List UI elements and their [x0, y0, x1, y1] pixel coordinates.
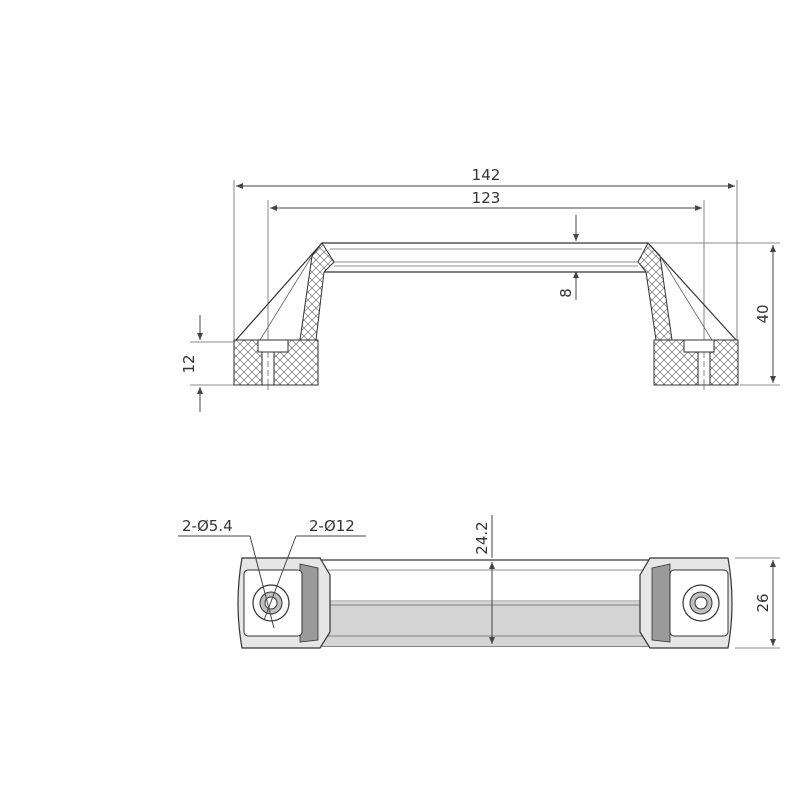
- right-counterbore: [683, 339, 715, 353]
- grip-shaded-face: [320, 602, 650, 646]
- dim-base-width: 26: [754, 593, 772, 612]
- dim-base-thickness: 12: [180, 354, 198, 373]
- left-counterbore: [257, 339, 289, 353]
- leader-counterbore: [263, 535, 297, 621]
- left-end-bevel: [299, 563, 319, 643]
- left-leg-section: [299, 242, 335, 341]
- right-leg-inner-line: [659, 255, 713, 341]
- right-leg-section: [637, 242, 673, 341]
- front-view: 142 123 40 12 8: [180, 166, 780, 412]
- leader-small-hole: [249, 535, 275, 629]
- right-hole-circle: [694, 596, 708, 610]
- dim-grip-width: 24.2: [473, 521, 491, 554]
- right-leg-slope-line: [647, 242, 737, 341]
- dim-height: 40: [754, 304, 772, 323]
- left-leg-slope-line: [235, 242, 323, 341]
- dim-small-hole: 2-Ø5.4: [182, 517, 233, 535]
- dim-counterbore: 2-Ø12: [309, 517, 355, 535]
- handle-bridge: [311, 242, 661, 273]
- top-view: 26 24.2 2-Ø5.4 2-Ø12: [178, 515, 780, 649]
- dim-wall-thickness: 8: [557, 288, 575, 298]
- left-leg-inner-line: [259, 255, 313, 341]
- dim-hole-spacing: 123: [472, 189, 501, 207]
- right-end-bevel: [651, 563, 671, 643]
- dim-overall-length: 142: [472, 166, 501, 184]
